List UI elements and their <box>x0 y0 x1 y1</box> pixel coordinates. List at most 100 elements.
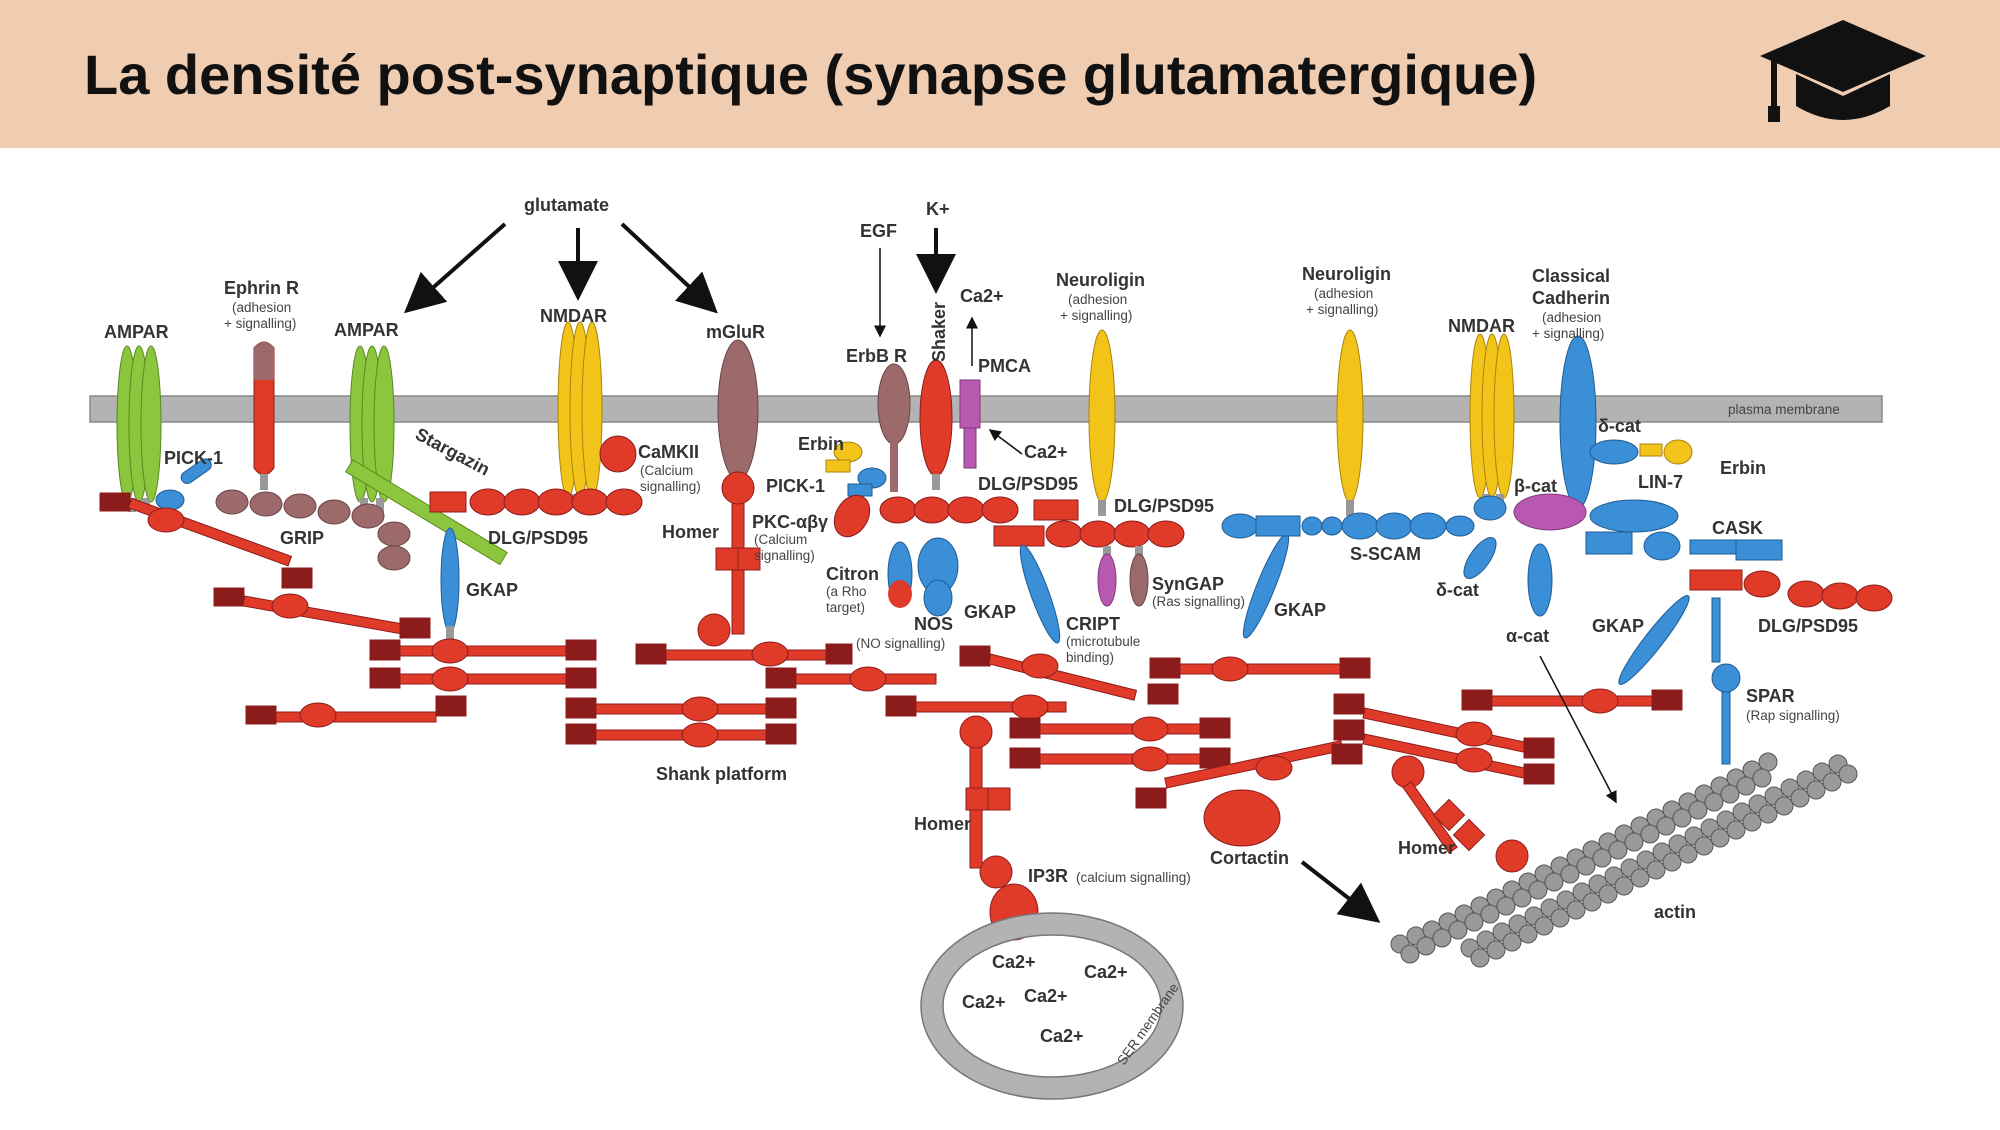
neuroligin-2 <box>1336 329 1364 503</box>
ca-ser-1: Ca2+ <box>992 952 1036 972</box>
egf-label: EGF <box>860 221 897 241</box>
cortactin-label: Cortactin <box>1210 848 1289 868</box>
pkc-sub2: signalling) <box>754 548 815 563</box>
neuroligin-1-sub: (adhesion <box>1068 292 1127 307</box>
cadherin-label: Classical <box>1532 266 1610 286</box>
glutamate-label: glutamate <box>524 195 609 215</box>
delta-cat-1-shape <box>1589 439 1639 465</box>
grip-label: GRIP <box>280 528 324 548</box>
ampar-receptor <box>116 345 162 512</box>
s-scam-label: S-SCAM <box>1350 544 1421 564</box>
homer-label-2: Homer <box>914 814 971 834</box>
alpha-cat-label: α-cat <box>1506 626 1549 646</box>
dlg-psd95-3 <box>993 520 1185 548</box>
ampar-receptor-2 <box>349 345 395 512</box>
gkap-2-shape <box>1019 544 1061 644</box>
dlg-psd95-label-2: DLG/PSD95 <box>978 474 1078 494</box>
slide-header: La densité post-synaptique (synapse glut… <box>0 0 2000 148</box>
dlg-psd95-4 <box>1689 569 1893 612</box>
neuroligin-1-label: Neuroligin <box>1056 270 1145 290</box>
spar-label: SPAR <box>1746 686 1795 706</box>
homer-3 <box>1391 755 1529 873</box>
slide-title: La densité post-synaptique (synapse glut… <box>84 43 1538 106</box>
dlg-psd95-2 <box>879 496 1079 524</box>
citron-label: Citron <box>826 564 879 584</box>
ca-out-label: Ca2+ <box>960 286 1004 306</box>
cript <box>1097 546 1117 607</box>
cript-label: CRIPT <box>1066 614 1120 634</box>
delta-cat-label-1: δ-cat <box>1598 416 1641 436</box>
erbb-r-label: ErbB R <box>846 346 907 366</box>
ampar-label-1: AMPAR <box>104 322 169 342</box>
erbin-1 <box>825 441 863 473</box>
delta-cat-2-shape <box>1463 537 1497 579</box>
neuroligin-2-label: Neuroligin <box>1302 264 1391 284</box>
shank-platform-label: Shank platform <box>656 764 787 784</box>
pmca-pump <box>959 379 981 429</box>
pick1-right <box>847 467 887 497</box>
citron <box>887 541 913 608</box>
gkap-label-2: GKAP <box>964 602 1016 622</box>
camkii-label: CaMKII <box>638 442 699 462</box>
erbin-label-2: Erbin <box>1720 458 1766 478</box>
erbb-receptor <box>877 363 911 445</box>
erbin-2 <box>1639 439 1693 465</box>
ca-ser-4: Ca2+ <box>1024 986 1068 1006</box>
delta-cat-label-2: δ-cat <box>1436 580 1479 600</box>
gkap-4-shape <box>1618 595 1690 685</box>
pkc <box>833 494 871 538</box>
cask <box>1585 531 1783 561</box>
camkii-sub2: signalling) <box>640 479 701 494</box>
dlg-psd95-label-4: DLG/PSD95 <box>1758 616 1858 636</box>
ip3r-sub: (calcium signalling) <box>1076 870 1191 885</box>
homer-label-3: Homer <box>1398 838 1455 858</box>
lin7-shape <box>1589 499 1679 533</box>
pkc-sub: (Calcium <box>754 532 807 547</box>
gkap-label-4: GKAP <box>1592 616 1644 636</box>
actin-label: actin <box>1654 902 1696 922</box>
neuroligin-2-sub2: + signalling) <box>1306 302 1378 317</box>
ca-ser-2: Ca2+ <box>1084 962 1128 982</box>
nos-sub: (NO signalling) <box>856 636 945 651</box>
k-plus-label: K+ <box>926 199 950 219</box>
cadherin-sub: (adhesion <box>1542 310 1601 325</box>
citron-sub: (a Rho <box>826 584 867 599</box>
s-scam <box>1221 495 1507 540</box>
gkap-label-3: GKAP <box>1274 600 1326 620</box>
gkap-label-1: GKAP <box>466 580 518 600</box>
beta-cat-shape <box>1513 493 1587 531</box>
cadherin-sub2: + signalling) <box>1532 326 1604 341</box>
cortactin-shape <box>1203 789 1281 847</box>
shank-platform <box>99 492 1683 809</box>
pick1-left <box>155 489 185 511</box>
homer-2 <box>959 715 1013 889</box>
syngap <box>1129 546 1149 607</box>
pick1-right-label: PICK-1 <box>766 476 825 496</box>
dlg-psd95-1 <box>429 488 643 516</box>
camkii-sub: (Calcium <box>640 463 693 478</box>
cask-label: CASK <box>1712 518 1763 538</box>
alpha-cat-shape <box>1527 543 1553 617</box>
ephrin-receptor <box>253 341 275 490</box>
neuroligin-1-sub2: + signalling) <box>1060 308 1132 323</box>
nmdar-receptor-2 <box>1469 333 1515 508</box>
nos-label: NOS <box>914 614 953 634</box>
syngap-sub: (Ras signalling) <box>1152 594 1245 609</box>
cript-sub2: binding) <box>1066 650 1114 665</box>
graduation-cap-icon <box>1760 20 1926 122</box>
camkii-molecule <box>599 435 637 473</box>
dlg-psd95-label-3: DLG/PSD95 <box>1114 496 1214 516</box>
ca-ser-5: Ca2+ <box>1040 1026 1084 1046</box>
ampar-label-2: AMPAR <box>334 320 399 340</box>
erbin-label-1: Erbin <box>798 434 844 454</box>
ser-membrane <box>921 913 1183 1099</box>
shaker-label: Shaker <box>929 302 949 362</box>
nmdar-label-2: NMDAR <box>1448 316 1515 336</box>
gkap-3-shape <box>1242 533 1290 639</box>
ephrin-sub2-label: + signalling) <box>224 316 296 331</box>
beta-cat-label: β-cat <box>1514 476 1557 496</box>
pkc-label: PKC-αβγ <box>752 512 828 532</box>
mglur-label: mGluR <box>706 322 765 342</box>
neuroligin-1 <box>1088 329 1116 503</box>
diagram-canvas: plasma membrane glutamate AMPAR Ephrin R… <box>89 195 1893 1100</box>
